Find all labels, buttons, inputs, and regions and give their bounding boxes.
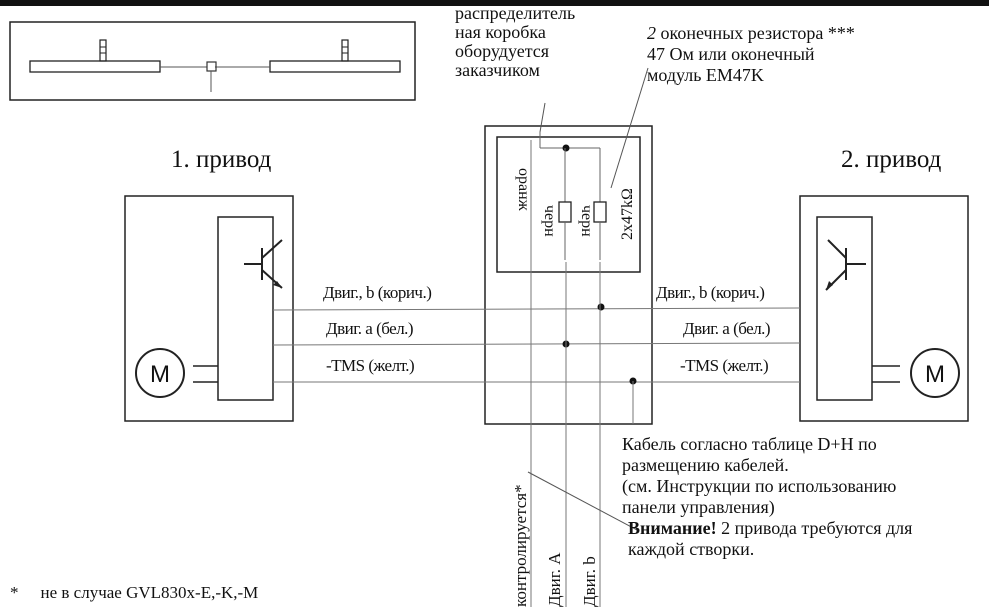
junction-box: [484, 125, 653, 425]
note-leader: [527, 471, 638, 531]
label-controlled: контролируется*: [511, 484, 530, 607]
wire-tms: [273, 377, 800, 385]
wire-label-motor-a-left: Двиг. a (бел.): [326, 319, 414, 338]
cable-note: Кабель согласно таблице D+H по размещени…: [622, 434, 913, 559]
label-black-2: черн: [578, 205, 595, 237]
wire-motor-b: [272, 303, 801, 311]
resistor-leader: [610, 67, 649, 189]
label-black-1: черн: [541, 205, 558, 237]
footnote: * не в случае GVL830x-E,-K,-M: [10, 583, 258, 603]
label-resistor: 2x47kΩ: [619, 188, 636, 240]
warning-label: Внимание!: [628, 518, 717, 538]
footnote-mark: *: [10, 583, 19, 602]
svg-text:M: M: [925, 361, 945, 388]
overview-sketch: [9, 21, 416, 101]
junction-box-note: распределитель ная коробка оборудуется з…: [455, 3, 576, 80]
drive-1-title: 1. привод: [171, 146, 272, 173]
footnote-text: не в случае GVL830x-E,-K,-M: [40, 583, 259, 602]
wire-label-motor-b-left: Двиг., b (корич.): [323, 283, 432, 302]
label-motor-A: Двиг. A: [545, 552, 564, 607]
resistor-network: [539, 132, 607, 260]
wire-motor-a: [272, 340, 801, 348]
wire-label-motor-b-right: Двиг., b (корич.): [656, 283, 765, 302]
motor-2-symbol: M: [910, 348, 960, 398]
drive-1-unit: [124, 195, 294, 422]
top-rule: [0, 0, 989, 6]
wire-label-motor-a-right: Двиг. a (бел.): [683, 319, 771, 338]
wire-label-tms-right: -TMS (желт.): [680, 356, 769, 375]
svg-text:M: M: [150, 361, 170, 388]
wire-label-tms-left: -TMS (желт.): [326, 356, 415, 375]
label-motor-b: Двиг. b: [580, 556, 599, 607]
drive-2-title: 2. привод: [841, 146, 942, 173]
label-orange: оранж: [515, 168, 532, 212]
junction-leader: [539, 102, 546, 133]
resistor-note: 2 оконечных резистора *** 47 Ом или окон…: [647, 23, 855, 85]
motor-1-symbol: M: [135, 348, 185, 398]
